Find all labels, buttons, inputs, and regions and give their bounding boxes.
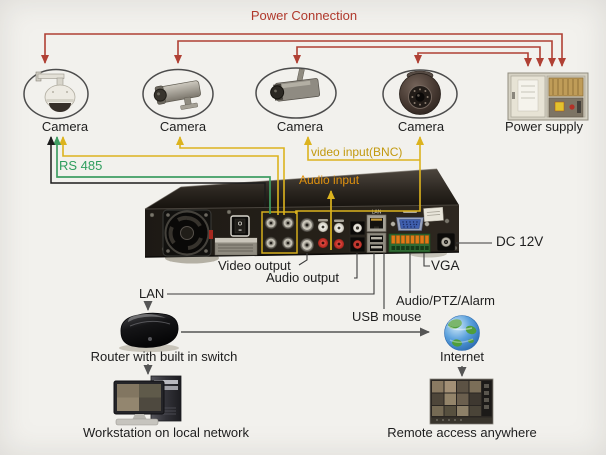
- vga-label: VGA: [431, 258, 460, 273]
- vga-port: [390, 210, 430, 231]
- dvr-device: LAN: [144, 168, 460, 264]
- workstation-screen: [117, 384, 161, 411]
- router-label: Router with built in switch: [90, 349, 238, 364]
- video-input-wires: [59, 136, 424, 215]
- terminal-block: [388, 233, 431, 253]
- camera-label-3: Camera: [276, 119, 324, 134]
- audio-output-label: Audio output: [266, 270, 340, 285]
- camera-ellipses: [23, 67, 458, 120]
- dc-12v-label: DC 12V: [496, 234, 544, 249]
- dome-camera-icon: [399, 70, 441, 115]
- internet-label: Internet: [439, 349, 485, 364]
- remote-access-screen-icon: [429, 378, 494, 425]
- network-flow-arrows: [143, 301, 467, 377]
- bullet-camera-icon: [153, 80, 201, 110]
- box-camera-icon: [270, 68, 321, 102]
- internet-globe-icon: [444, 315, 480, 351]
- camera-label-1: Camera: [41, 119, 89, 134]
- video-output-label: Video output: [218, 258, 291, 273]
- power-supply-label: Power supply: [504, 119, 584, 134]
- usb-mouse-label: USB mouse: [352, 309, 422, 324]
- lan-port: LAN: [366, 210, 387, 232]
- power-switch: [230, 215, 250, 237]
- power-connection-label: Power Connection: [250, 8, 358, 23]
- usb-ports: [366, 232, 387, 253]
- rca-audio-ports: [317, 219, 366, 253]
- dvr-label-sticker: [214, 237, 258, 256]
- workstation-icon: [113, 375, 182, 426]
- camera-label-4: Camera: [397, 119, 445, 134]
- panel-sticker: [423, 207, 444, 222]
- audio-input-label: Audio input: [299, 173, 360, 187]
- ptz-camera-icon: [35, 71, 76, 112]
- rs485-wires: [47, 136, 271, 214]
- router-icon: [119, 312, 179, 352]
- label-connector-lines: [167, 242, 492, 309]
- power-connection-lines: [41, 33, 566, 67]
- lan-port-label: LAN: [372, 210, 382, 216]
- dc-power-jack: [436, 232, 456, 252]
- video-input-highlight-box: [261, 211, 298, 254]
- fan-icon: [162, 209, 213, 257]
- bnc-video-input-ports: [264, 216, 295, 250]
- audio-ptz-alarm-label: Audio/PTZ/Alarm: [396, 293, 495, 308]
- bnc-video-output-ports: [299, 217, 314, 252]
- workstation-label: Workstation on local network: [83, 425, 249, 440]
- rs485-label: RS 485: [59, 158, 103, 173]
- lan-label: LAN: [139, 286, 165, 301]
- remote-access-label: Remote access anywhere: [387, 425, 537, 440]
- camera-label-2: Camera: [159, 119, 207, 134]
- remote-screen-thumbnails: [432, 381, 481, 416]
- power-supply-icon: [507, 72, 589, 121]
- video-input-label: video input(BNC): [311, 145, 403, 159]
